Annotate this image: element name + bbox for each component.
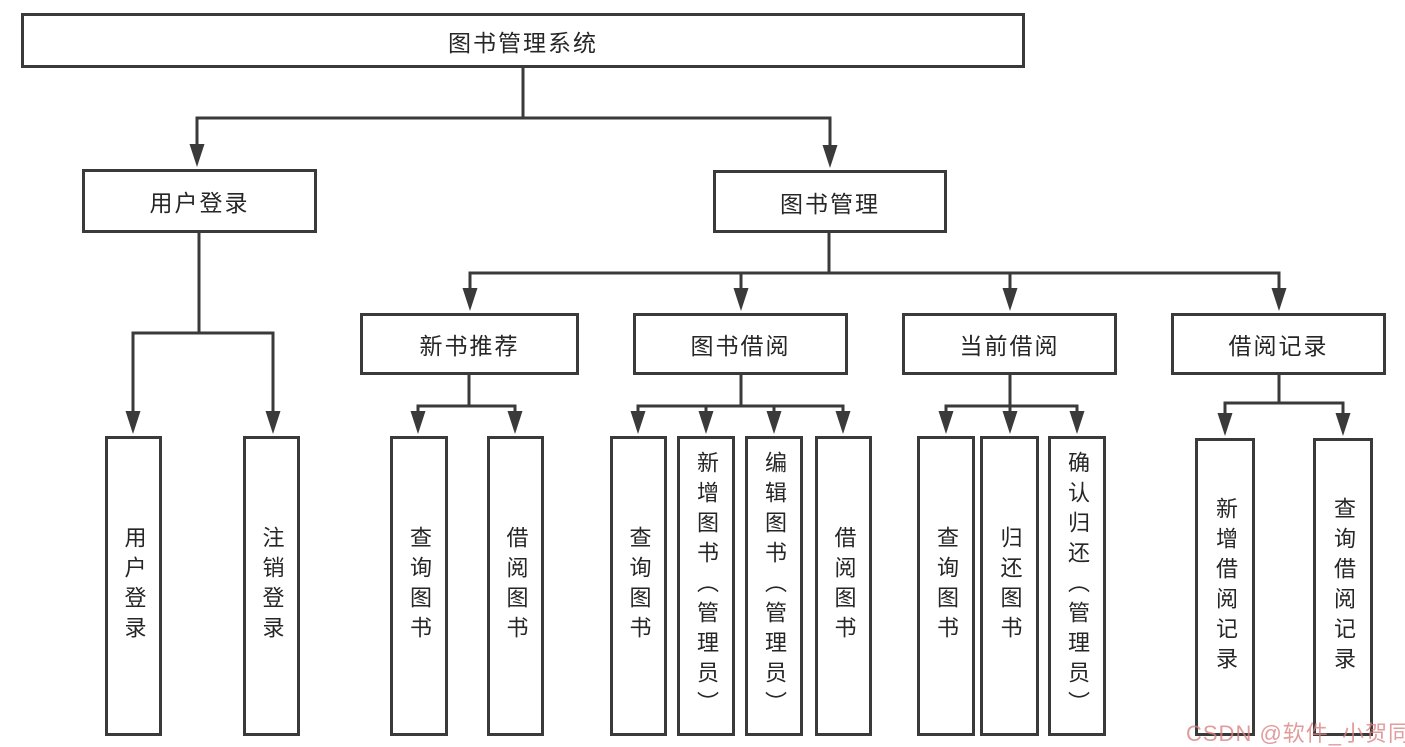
leaf-query-book-borrow-label: 查询图书: [626, 526, 652, 646]
leaf-query-book-recommend-label: 查询图书: [407, 526, 432, 646]
node-root-label: 图书管理系统: [448, 29, 598, 56]
leaf-query-borrow-record-label: 查询借阅记录: [1331, 497, 1356, 677]
arrowhead-down-icon: [733, 288, 749, 311]
node-user-login: 用户登录: [82, 169, 317, 233]
arrowhead-down-icon: [265, 411, 281, 434]
watermark: CSDN @软件_小贺同学: [1186, 721, 1405, 746]
arrowhead-down-icon: [1002, 411, 1018, 434]
arrowhead-down-icon: [1217, 413, 1233, 436]
leaf-borrow-book-recommend: 借阅图书: [487, 436, 544, 736]
node-new-book-recommend-label: 新书推荐: [419, 333, 520, 359]
node-user-login-label: 用户登录: [149, 190, 250, 216]
leaf-add-borrow-record-label: 新增借阅记录: [1213, 497, 1238, 677]
leaf-return-book: 归还图书: [980, 436, 1039, 736]
leaf-borrow-book-recommend-label: 借阅图书: [503, 526, 529, 646]
leaf-query-book-borrow: 查询图书: [610, 436, 667, 736]
arrowhead-down-icon: [1271, 288, 1287, 311]
node-new-book-recommend: 新书推荐: [360, 313, 579, 375]
leaf-logout: 注销登录: [243, 436, 300, 736]
leaf-edit-book-admin: 编辑图书（管理员）: [745, 436, 803, 736]
leaf-borrow-book-label: 借阅图书: [831, 526, 857, 646]
arrowhead-down-icon: [766, 411, 782, 434]
leaf-edit-book-admin-label: 编辑图书（管理员）: [762, 451, 787, 721]
leaf-return-book-label: 归还图书: [997, 526, 1023, 646]
leaf-confirm-return-admin: 确认归还（管理员）: [1048, 436, 1106, 736]
leaf-user-login: 用户登录: [105, 436, 162, 736]
arrowhead-down-icon: [698, 411, 714, 434]
arrowhead-down-icon: [1069, 411, 1085, 434]
arrowhead-down-icon: [410, 411, 426, 434]
node-book-management-label: 图书管理: [780, 190, 880, 217]
leaf-user-login-label: 用户登录: [121, 526, 147, 646]
arrowhead-down-icon: [1335, 413, 1351, 436]
leaf-add-book-admin-label: 新增图书（管理员）: [694, 451, 719, 721]
node-current-borrow: 当前借阅: [902, 313, 1117, 375]
arrowhead-down-icon: [835, 411, 851, 434]
leaf-query-book-current-label: 查询图书: [934, 526, 959, 646]
arrowhead-down-icon: [189, 144, 205, 167]
leaf-add-book-admin: 新增图书（管理员）: [677, 436, 735, 736]
leaf-borrow-book: 借阅图书: [815, 436, 872, 736]
leaf-query-book-current: 查询图书: [917, 436, 975, 736]
node-book-management: 图书管理: [713, 170, 947, 233]
node-current-borrow-label: 当前借阅: [959, 333, 1060, 359]
arrowhead-down-icon: [125, 411, 141, 434]
node-root: 图书管理系统: [21, 13, 1025, 68]
leaf-confirm-return-admin-label: 确认归还（管理员）: [1065, 451, 1090, 721]
arrowhead-down-icon: [1002, 288, 1018, 311]
arrowhead-down-icon: [507, 411, 523, 434]
arrowhead-down-icon: [822, 145, 838, 168]
leaf-query-book-recommend: 查询图书: [390, 436, 448, 736]
node-book-borrow: 图书借阅: [633, 313, 848, 375]
node-book-borrow-label: 图书借阅: [690, 333, 791, 359]
leaf-add-borrow-record: 新增借阅记录: [1195, 438, 1255, 736]
arrowhead-down-icon: [630, 411, 646, 434]
leaf-logout-label: 注销登录: [259, 526, 285, 646]
node-borrow-records: 借阅记录: [1171, 313, 1386, 375]
arrowhead-down-icon: [462, 288, 478, 311]
arrowhead-down-icon: [938, 411, 954, 434]
node-borrow-records-label: 借阅记录: [1228, 333, 1329, 359]
leaf-query-borrow-record: 查询借阅记录: [1313, 438, 1373, 736]
